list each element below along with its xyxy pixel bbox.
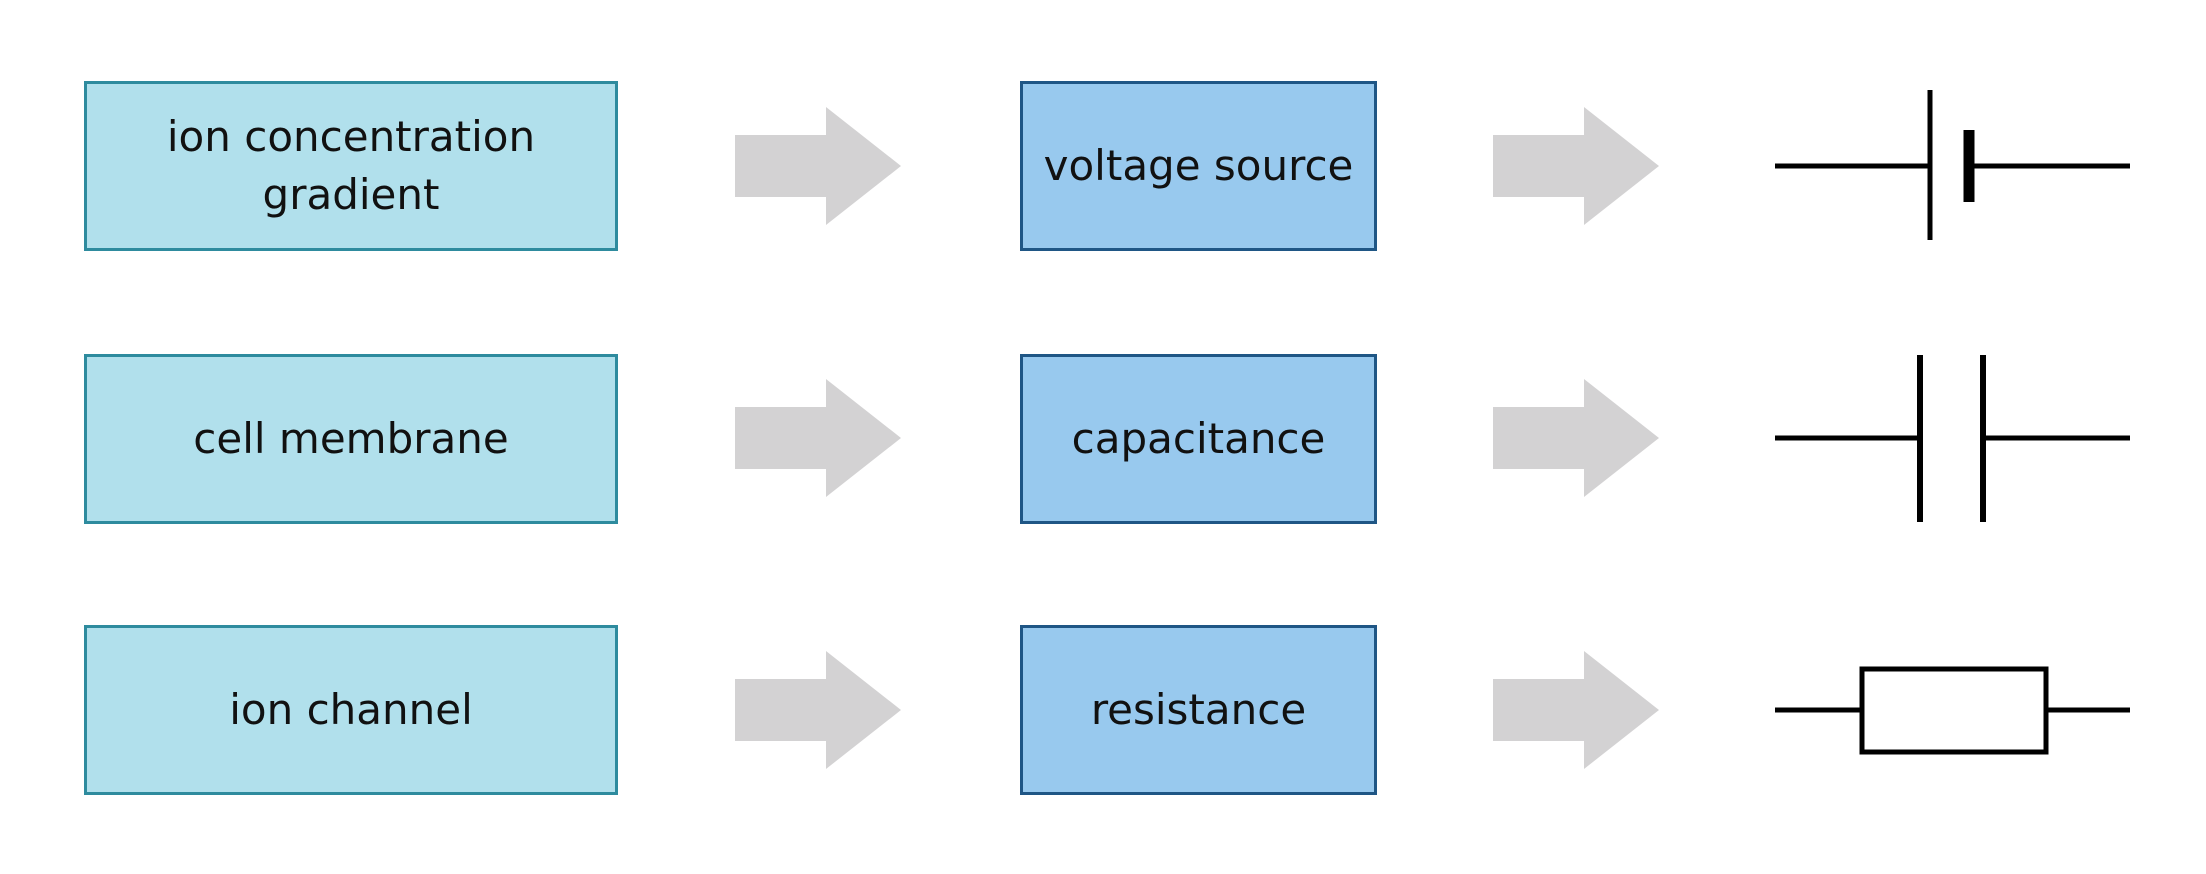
capacitor-symbol-icon [1775, 355, 2130, 522]
arrow-shape [735, 107, 901, 225]
arrow-shape [1493, 379, 1659, 497]
electrical-label: voltage source [1043, 141, 1354, 190]
biological-box-ion-concentration-gradient: ion concentration gradient [84, 81, 618, 251]
electrical-box-voltage-source: voltage source [1020, 81, 1377, 251]
resistor-symbol-icon [1775, 666, 2130, 755]
electrical-box-capacitance: capacitance [1020, 354, 1377, 524]
arrow-right-icon [735, 107, 901, 225]
biological-box-ion-channel: ion channel [84, 625, 618, 795]
arrow-right-icon [1493, 379, 1659, 497]
arrow-shape [1493, 651, 1659, 769]
electrical-label: capacitance [1071, 414, 1326, 463]
battery-symbol-icon [1775, 90, 2130, 240]
biological-label: ion concentration gradient [166, 112, 536, 219]
arrow-shape [735, 651, 901, 769]
arrow-right-icon [1493, 107, 1659, 225]
arrow-shape [1493, 107, 1659, 225]
electrical-label: resistance [1090, 685, 1307, 734]
arrow-right-icon [1493, 651, 1659, 769]
electrical-box-resistance: resistance [1020, 625, 1377, 795]
resistor-body [1859, 666, 2049, 755]
arrow-right-icon [735, 379, 901, 497]
biological-label: cell membrane [193, 414, 509, 463]
arrow-shape [735, 379, 901, 497]
biological-label: ion channel [229, 685, 473, 734]
arrow-right-icon [735, 651, 901, 769]
biological-box-cell-membrane: cell membrane [84, 354, 618, 524]
